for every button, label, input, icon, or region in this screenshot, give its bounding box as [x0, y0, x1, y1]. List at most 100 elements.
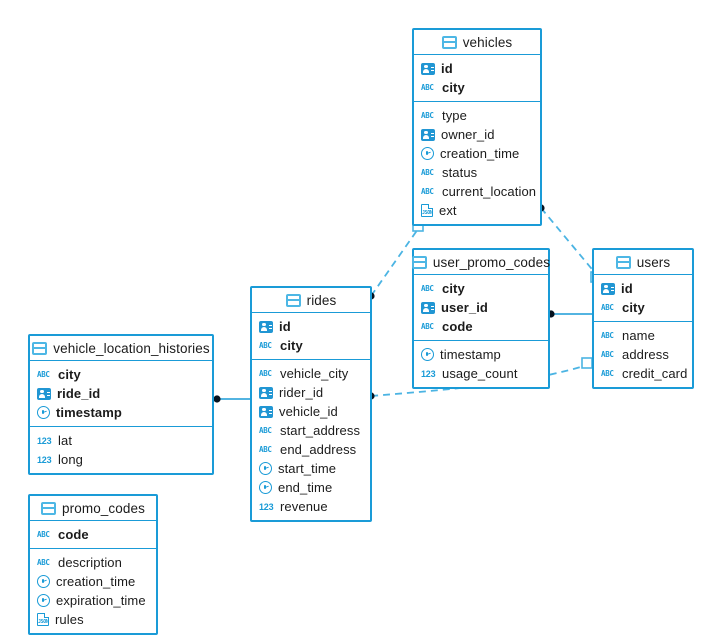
- column-name: id: [279, 319, 291, 334]
- column-name: city: [442, 281, 465, 296]
- id-card-icon: [259, 386, 273, 399]
- column-name: start_address: [280, 423, 361, 438]
- column-name: description: [58, 555, 122, 570]
- primary-key-row-vehicles-id[interactable]: id: [414, 59, 540, 78]
- primary-key-row-user_promo_codes-code[interactable]: ABC code: [414, 317, 548, 336]
- abc-icon: ABC: [37, 369, 50, 379]
- json-icon: JSON: [421, 203, 434, 217]
- relationship-vehicle-location-histories-to-rides[interactable]: [213, 395, 250, 403]
- primary-key-row-user_promo_codes-user_id[interactable]: user_id: [414, 298, 548, 317]
- column-row-promo_codes-description[interactable]: ABC description: [30, 553, 156, 572]
- cardinality-one-square-icon: [581, 357, 593, 369]
- id-card-icon: [601, 282, 615, 295]
- id-card-icon: [421, 301, 435, 314]
- column-row-vehicles-creation_time[interactable]: creation_time: [414, 144, 540, 163]
- column-row-rides-vehicle_id[interactable]: vehicle_id: [252, 402, 370, 421]
- column-row-users-address[interactable]: ABC address: [594, 345, 692, 364]
- column-row-vehicles-ext[interactable]: JSON ext: [414, 201, 540, 220]
- primary-key-row-vehicle_location_histories-city[interactable]: ABC city: [30, 365, 212, 384]
- column-row-user_promo_codes-timestamp[interactable]: timestamp: [414, 345, 548, 364]
- numeric-icon: 123: [37, 454, 52, 465]
- column-row-promo_codes-expiration_time[interactable]: expiration_time: [30, 591, 156, 610]
- column-name: vehicle_city: [280, 366, 349, 381]
- table-header-user_promo_codes[interactable]: user_promo_codes: [411, 250, 551, 275]
- column-row-rides-end_time[interactable]: end_time: [252, 478, 370, 497]
- table-grid-icon: [285, 293, 301, 307]
- clock-icon: [421, 147, 434, 160]
- table-header-rides[interactable]: rides: [252, 288, 370, 313]
- abc-icon: ABC: [421, 321, 434, 331]
- primary-key-row-vehicle_location_histories-timestamp[interactable]: timestamp: [30, 403, 212, 422]
- abc-icon: ABC: [601, 349, 614, 359]
- column-row-vehicles-owner_id[interactable]: owner_id: [414, 125, 540, 144]
- abc-icon: ABC: [601, 330, 614, 340]
- primary-key-row-vehicle_location_histories-ride_id[interactable]: ride_id: [30, 384, 212, 403]
- column-group-promo_codes: ABC description creation_time expiration_ti…: [30, 549, 156, 633]
- relationship-user-promo-codes-to-users[interactable]: [547, 310, 592, 318]
- primary-key-row-users-id[interactable]: id: [594, 279, 692, 298]
- column-row-rides-start_time[interactable]: start_time: [252, 459, 370, 478]
- id-card-icon: [259, 405, 273, 418]
- column-row-rides-vehicle_city[interactable]: ABC vehicle_city: [252, 364, 370, 383]
- column-name: vehicle_id: [279, 404, 338, 419]
- column-row-promo_codes-creation_time[interactable]: creation_time: [30, 572, 156, 591]
- column-row-rides-rider_id[interactable]: rider_id: [252, 383, 370, 402]
- abc-icon: ABC: [259, 368, 272, 378]
- column-name: city: [442, 80, 465, 95]
- table-header-vehicle_location_histories[interactable]: vehicle_location_histories: [30, 336, 212, 361]
- column-name: rider_id: [279, 385, 324, 400]
- primary-key-row-rides-id[interactable]: id: [252, 317, 370, 336]
- column-name: city: [58, 367, 81, 382]
- table-header-users[interactable]: users: [594, 250, 692, 275]
- table-title: vehicle_location_histories: [53, 340, 210, 356]
- numeric-icon: 123: [37, 435, 52, 446]
- table-header-vehicles[interactable]: vehicles: [414, 30, 540, 55]
- table-title: user_promo_codes: [432, 254, 551, 270]
- abc-icon: ABC: [601, 368, 614, 378]
- abc-icon: ABC: [259, 444, 272, 454]
- numeric-icon: 123: [259, 501, 274, 512]
- abc-icon: ABC: [421, 167, 434, 177]
- column-name: id: [621, 281, 633, 296]
- column-name: ext: [439, 203, 457, 218]
- column-name: code: [442, 319, 473, 334]
- numeric-icon: 123: [421, 368, 436, 379]
- table-header-promo_codes[interactable]: promo_codes: [30, 496, 156, 521]
- column-name: address: [622, 347, 669, 362]
- column-name: rules: [55, 612, 84, 627]
- abc-icon: ABC: [37, 557, 50, 567]
- column-name: type: [442, 108, 467, 123]
- column-row-vehicle_location_histories-lat[interactable]: 123 lat: [30, 431, 212, 450]
- table-title: promo_codes: [62, 500, 145, 516]
- table-title: vehicles: [462, 34, 513, 50]
- column-name: expiration_time: [56, 593, 146, 608]
- id-card-icon: [421, 128, 435, 141]
- column-name: lat: [58, 433, 73, 448]
